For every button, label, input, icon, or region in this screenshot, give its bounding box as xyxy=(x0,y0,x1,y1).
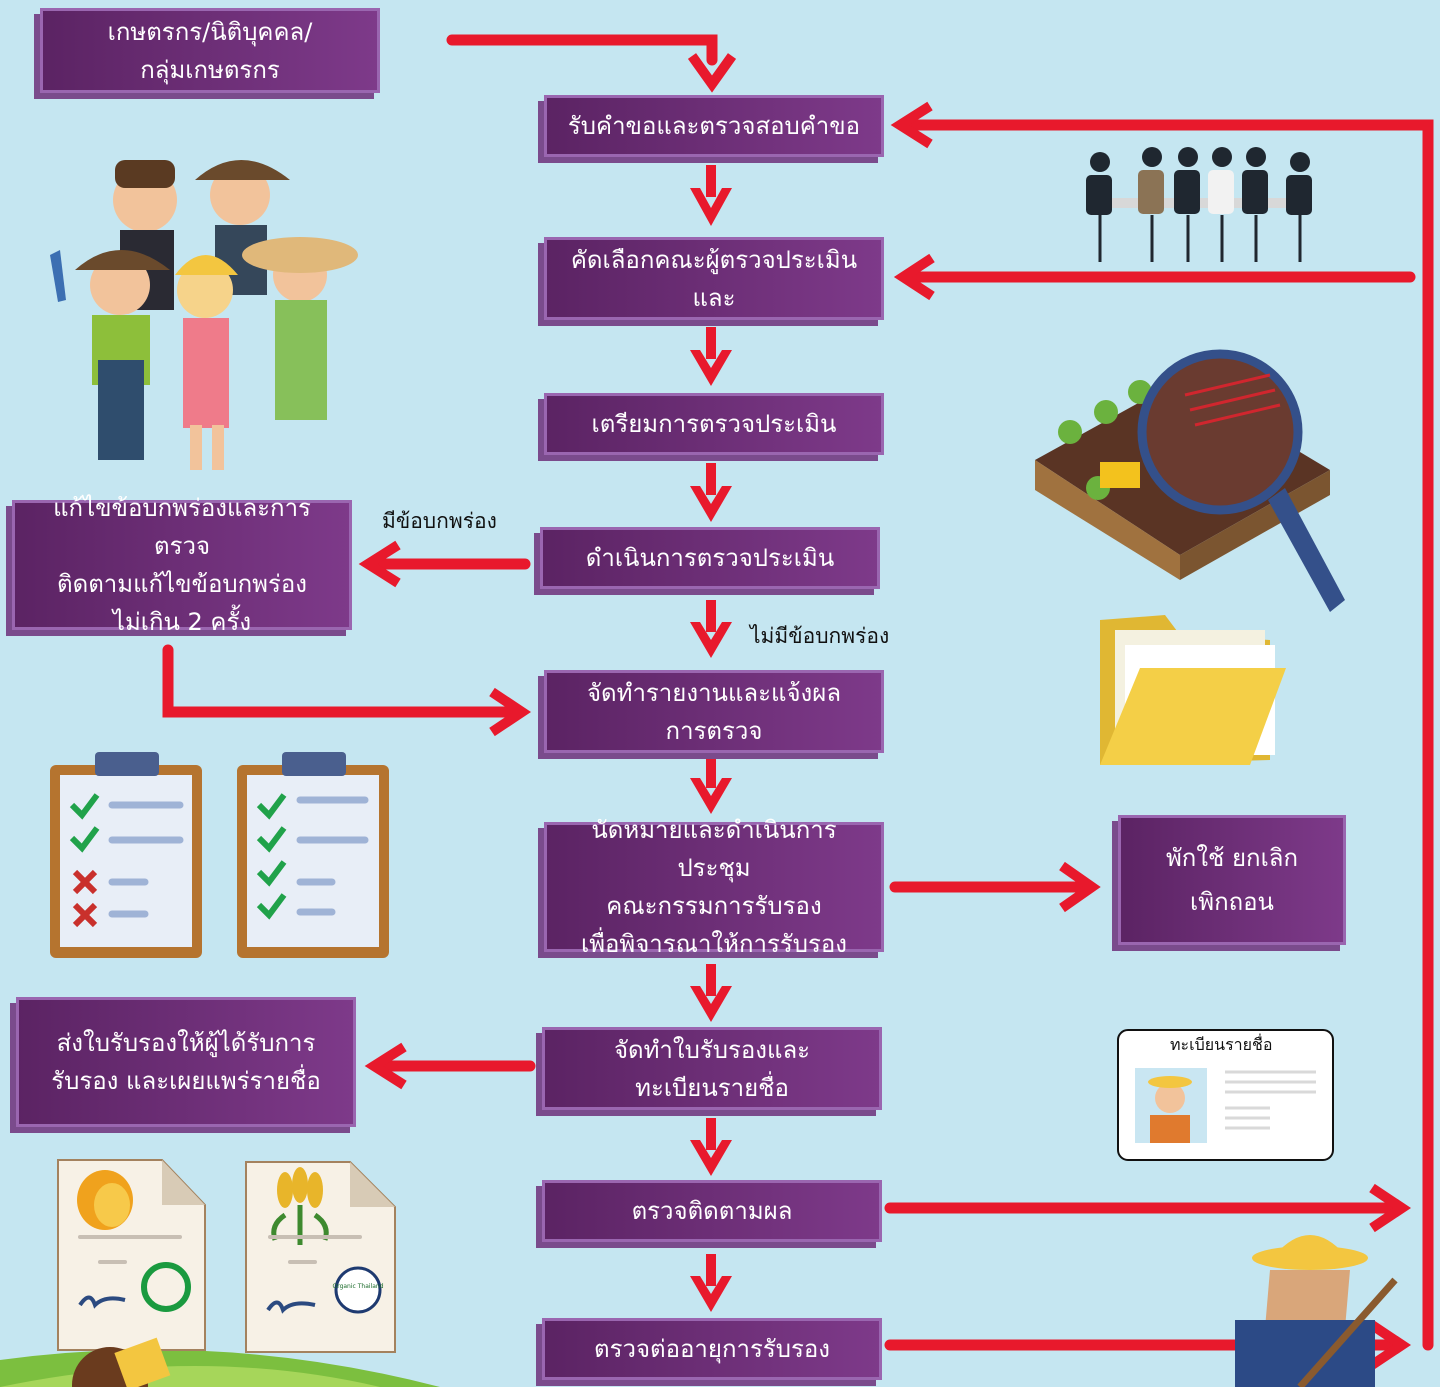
farmland-inspection-icon xyxy=(1035,349,1345,612)
loop-arrows xyxy=(162,119,1434,1351)
right-arrowhead-icon xyxy=(1369,1183,1412,1233)
step-select-auditors: คัดเลือกคณะผู้ตรวจประเมิน และ xyxy=(544,237,884,320)
down-arrow-icon xyxy=(690,1118,732,1176)
meeting-table-icon xyxy=(1086,147,1312,262)
down-arrow-icon xyxy=(690,964,732,1022)
organic-stamp-text: Organic Thailand xyxy=(332,1283,383,1290)
label-defect: มีข้อบกพร่อง xyxy=(382,509,497,533)
down-arrows xyxy=(690,165,732,1312)
down-arrow-icon xyxy=(690,600,732,658)
right-arrowhead-icon xyxy=(1369,1320,1412,1370)
right-arrowhead-icon xyxy=(1059,861,1101,913)
step-fix-defects: แก้ไขข้อบกพร่องและการตรวจ ติดตามแก้ไขข้อ… xyxy=(12,494,352,636)
right-arrowhead-icon xyxy=(489,687,532,737)
step-monitor: ตรวจติดตามผล xyxy=(542,1180,882,1242)
organic-certificate-icon: Organic Thailand xyxy=(245,1161,396,1353)
step-renew: ตรวจต่ออายุการรับรอง xyxy=(542,1318,882,1380)
q-certificate-icon xyxy=(57,1159,206,1351)
step-suspend-revoke: พักใช้ ยกเลิก เพิกถอน xyxy=(1118,815,1346,945)
down-arrow-icon xyxy=(690,463,732,522)
registry-card-title: ทะเบียนรายชื่อ xyxy=(1170,1035,1273,1054)
step-certificate: จัดทำใบรับรองและ ทะเบียนรายชื่อ xyxy=(542,1027,882,1110)
left-arrowhead-icon xyxy=(890,101,933,149)
left-arrowhead-icon xyxy=(364,1042,407,1090)
checklist-clipboard-icon xyxy=(237,752,389,958)
down-arrow-icon xyxy=(690,1254,732,1312)
folder-icon xyxy=(1100,615,1286,765)
farmer-bottom-left-icon xyxy=(72,1337,171,1387)
down-arrow-icon xyxy=(690,327,732,386)
step-prepare-audit: เตรียมการตรวจประเมิน xyxy=(544,393,884,455)
step-report: จัดทำรายงานและแจ้งผล การตรวจ xyxy=(544,670,884,753)
down-arrow-icon xyxy=(690,756,732,814)
left-arrowhead-icon xyxy=(893,253,935,301)
down-arrow-icon xyxy=(690,165,732,226)
step-receive-request: รับคำขอและตรวจสอบคำขอ xyxy=(544,95,884,157)
step-conduct-audit: ดำเนินการตรวจประเมิน xyxy=(540,527,880,589)
checklist-clipboard-icon xyxy=(50,752,202,958)
step-committee-meeting: นัดหมายและดำเนินการประชุม คณะกรรมการรับร… xyxy=(544,816,884,958)
step-send-certificate: ส่งใบรับรองให้ผู้ได้รับการ รับรอง และเผย… xyxy=(16,997,356,1127)
farmers-group-icon xyxy=(50,160,358,470)
left-arrowhead-icon xyxy=(358,540,401,588)
step-applicant: เกษตรกร/นิติบุคคล/ กลุ่มเกษตรกร xyxy=(40,8,380,93)
entry-arrow-icon xyxy=(446,34,718,66)
label-no-defect: ไม่มีข้อบกพร่อง xyxy=(750,624,890,648)
arrowheads xyxy=(358,101,1412,1370)
farmer-bottom-icon xyxy=(1235,1235,1398,1387)
registry-card-icon xyxy=(1117,1029,1334,1161)
